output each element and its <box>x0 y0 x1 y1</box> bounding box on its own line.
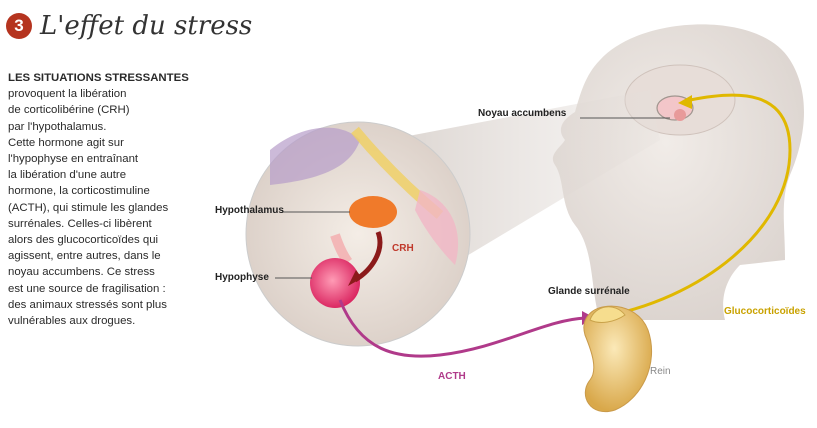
noyau-accumbens-marker <box>674 109 686 121</box>
label-hypophyse: Hypophyse <box>215 272 269 283</box>
label-hypothalamus: Hypothalamus <box>215 205 284 216</box>
label-glande-surrenale: Glande surrénale <box>548 286 630 297</box>
label-noyau-accumbens: Noyau accumbens <box>478 108 566 119</box>
label-acth: ACTH <box>438 371 466 382</box>
hypothalamus-shape <box>349 196 397 228</box>
label-glucocorticoides: Glucocorticoïdes <box>724 306 806 317</box>
label-crh: CRH <box>392 243 414 254</box>
label-rein: Rein <box>650 366 671 377</box>
